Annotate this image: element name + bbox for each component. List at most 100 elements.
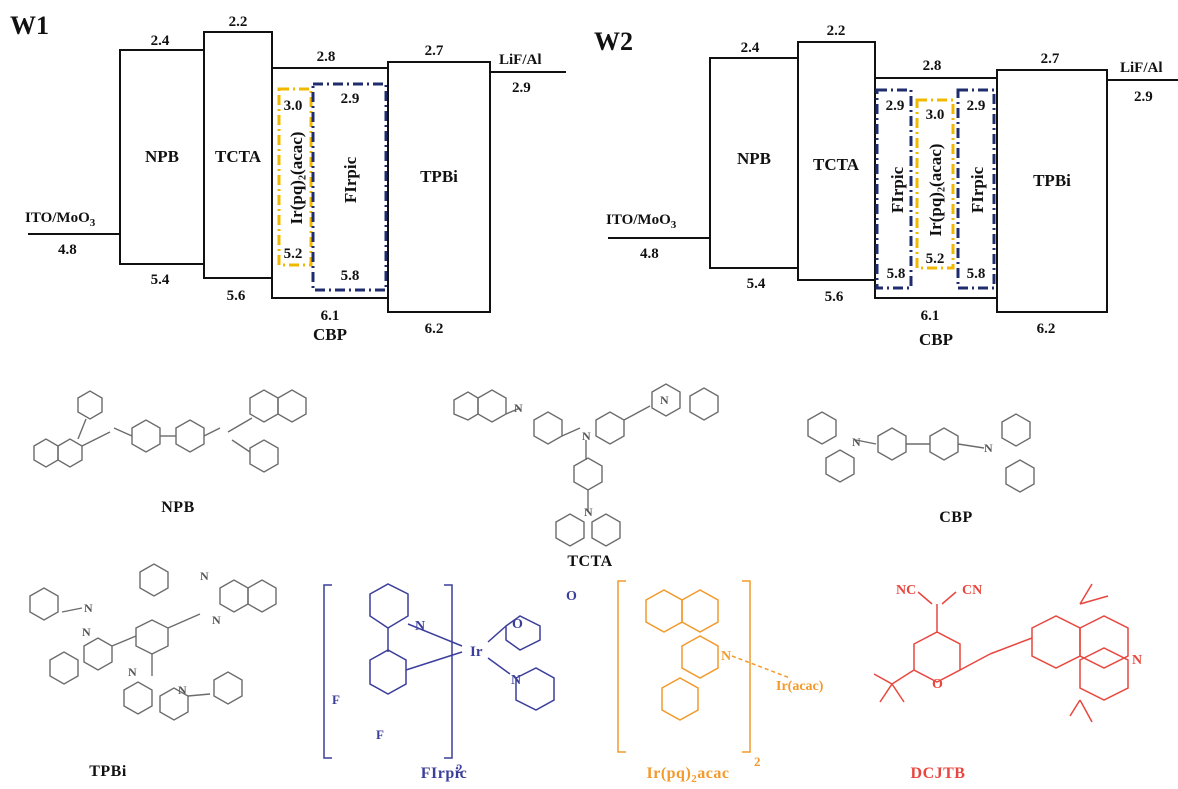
- firpic-dopant-box-w1: [311, 82, 388, 292]
- npb-structure-label: NPB: [161, 499, 195, 516]
- tpbi-n-6: N: [178, 683, 187, 697]
- ir-homo-w2: 5.2: [926, 251, 945, 267]
- firpic-left-lumo-w2: 2.9: [886, 98, 905, 114]
- diagram-title-w1: W1: [10, 11, 49, 40]
- firpic-left-homo-w2: 5.8: [887, 266, 906, 282]
- structure-npb: NPB: [33, 389, 307, 516]
- firpic-right-label-w2: FIrpic: [968, 166, 987, 213]
- firpic-left-dopant-box-w2: [875, 88, 913, 290]
- npb-label-w1: NPB: [145, 147, 179, 166]
- anode-label-w2: ITO/MoO3: [606, 212, 677, 231]
- structure-dcjtb: NC CN O N DCJTB: [873, 583, 1142, 782]
- tpbi-n-1: N: [84, 601, 93, 615]
- firpic-left-label-w2: FIrpic: [888, 166, 907, 213]
- tpbi-n-3: N: [200, 569, 209, 583]
- tcta-n-left: N: [514, 401, 523, 415]
- structure-tcta: N N N N TCTA: [453, 383, 719, 570]
- tcta-label-w2: TCTA: [813, 155, 860, 174]
- ir-lumo-w1: 3.0: [284, 98, 303, 114]
- firpic-right-homo-w2: 5.8: [967, 266, 986, 282]
- npb-homo-w2: 5.4: [747, 276, 766, 292]
- tpbi-n-5: N: [128, 665, 137, 679]
- firpic-lumo-w1: 2.9: [341, 91, 360, 107]
- firpic-n-1: N: [415, 619, 425, 634]
- tpbi-structure-label: TPBi: [89, 763, 127, 780]
- tpbi-label-w1: TPBi: [420, 167, 458, 186]
- tpbi-homo-w2: 6.2: [1037, 321, 1056, 337]
- firpic-n-2: N: [511, 673, 521, 688]
- anode-label-w1: ITO/MoO3: [25, 210, 96, 229]
- cathode-label-w1: LiF/Al: [499, 52, 542, 68]
- irpq-ir-acac: Ir(acac): [776, 679, 824, 694]
- dcjtb-cn: CN: [962, 583, 982, 598]
- tcta-lumo-w1: 2.2: [229, 14, 248, 30]
- npb-lumo-w1: 2.4: [151, 33, 170, 49]
- tpbi-n-2: N: [82, 625, 91, 639]
- tpbi-level-box-w1: [387, 61, 491, 313]
- firpic-subscript-2: 2: [456, 761, 463, 776]
- irpq-structure-label: Ir(pq)2acac: [647, 765, 730, 785]
- cbp-label-w2: CBP: [919, 330, 953, 349]
- structure-cbp: N N CBP: [807, 411, 1035, 526]
- tpbi-homo-w1: 6.2: [425, 321, 444, 337]
- ir-dopant-box-w1: [277, 87, 313, 267]
- tcta-label-w1: TCTA: [215, 147, 262, 166]
- tcta-n-bottom: N: [584, 505, 593, 519]
- cbp-homo-w2: 6.1: [921, 308, 940, 324]
- tcta-lumo-w2: 2.2: [827, 23, 846, 39]
- tcta-homo-w2: 5.6: [825, 289, 844, 305]
- firpic-right-lumo-w2: 2.9: [967, 98, 986, 114]
- tpbi-n-4: N: [212, 613, 221, 627]
- dcjtb-nc: NC: [896, 583, 916, 598]
- tcta-homo-w1: 5.6: [227, 288, 246, 304]
- tpbi-level-box-w2: [996, 69, 1108, 313]
- ir-label-w1: Ir(pq)₂(acac): [287, 132, 306, 225]
- ir-label-w2: Ir(pq)₂(acac): [926, 144, 945, 237]
- dcjtb-n-atom: N: [1132, 653, 1142, 668]
- tcta-n-right: N: [660, 393, 669, 407]
- firpic-f-2: F: [376, 727, 384, 742]
- firpic-structure-label: FIrpic: [421, 765, 468, 782]
- anode-value-w2: 4.8: [640, 246, 659, 262]
- firpic-f-1: F: [332, 692, 340, 707]
- firpic-ir-atom: Ir: [470, 644, 483, 660]
- tcta-n-center: N: [582, 429, 591, 443]
- dcjtb-o-atom: O: [932, 677, 943, 692]
- cbp-lumo-w2: 2.8: [923, 58, 942, 74]
- firpic-label-w1: FIrpic: [341, 156, 360, 203]
- tpbi-lumo-w1: 2.7: [425, 43, 444, 59]
- structure-firpic: Ir N N O O F F 2 FIrpic: [323, 583, 577, 782]
- ir-lumo-w2: 3.0: [926, 107, 945, 123]
- dcjtb-structure-label: DCJTB: [911, 765, 966, 782]
- cbp-n-left: N: [852, 435, 861, 449]
- firpic-homo-w1: 5.8: [341, 268, 360, 284]
- structure-irpq: N Ir(acac) 2 Ir(pq)2acac: [617, 580, 824, 785]
- energy-diagram-w2: W2 ITO/MoO3 4.8 NPB 2.4 5.4 TCTA 2.2 5.6…: [594, 23, 1178, 349]
- tcta-structure-label: TCTA: [567, 553, 612, 570]
- anode-value-w1: 4.8: [58, 242, 77, 258]
- tpbi-label-w2: TPBi: [1033, 171, 1071, 190]
- npb-homo-w1: 5.4: [151, 272, 170, 288]
- irpq-subscript-2: 2: [754, 754, 761, 769]
- firpic-o-1: O: [512, 617, 523, 632]
- cbp-structure-label: CBP: [939, 509, 973, 526]
- cbp-n-right: N: [984, 441, 993, 455]
- cathode-value-w2: 2.9: [1134, 89, 1153, 105]
- cathode-value-w1: 2.9: [512, 80, 531, 96]
- cbp-homo-w1: 6.1: [321, 308, 340, 324]
- cbp-label-w1: CBP: [313, 325, 347, 344]
- npb-lumo-w2: 2.4: [741, 40, 760, 56]
- cbp-lumo-w1: 2.8: [317, 49, 336, 65]
- structure-tpbi: N N N N N N TPBi: [29, 563, 277, 780]
- firpic-o-2: O: [566, 589, 577, 604]
- ir-dopant-box-w2: [915, 98, 955, 270]
- energy-diagram-w1: W1 ITO/MoO3 4.8 NPB 2.4 5.4 TCTA 2.2 5.6…: [10, 11, 566, 344]
- tpbi-lumo-w2: 2.7: [1041, 51, 1060, 67]
- diagram-title-w2: W2: [594, 27, 633, 56]
- firpic-right-dopant-box-w2: [956, 88, 996, 290]
- npb-label-w2: NPB: [737, 149, 771, 168]
- irpq-n-atom: N: [721, 649, 731, 664]
- cathode-label-w2: LiF/Al: [1120, 60, 1163, 76]
- ir-homo-w1: 5.2: [284, 246, 303, 262]
